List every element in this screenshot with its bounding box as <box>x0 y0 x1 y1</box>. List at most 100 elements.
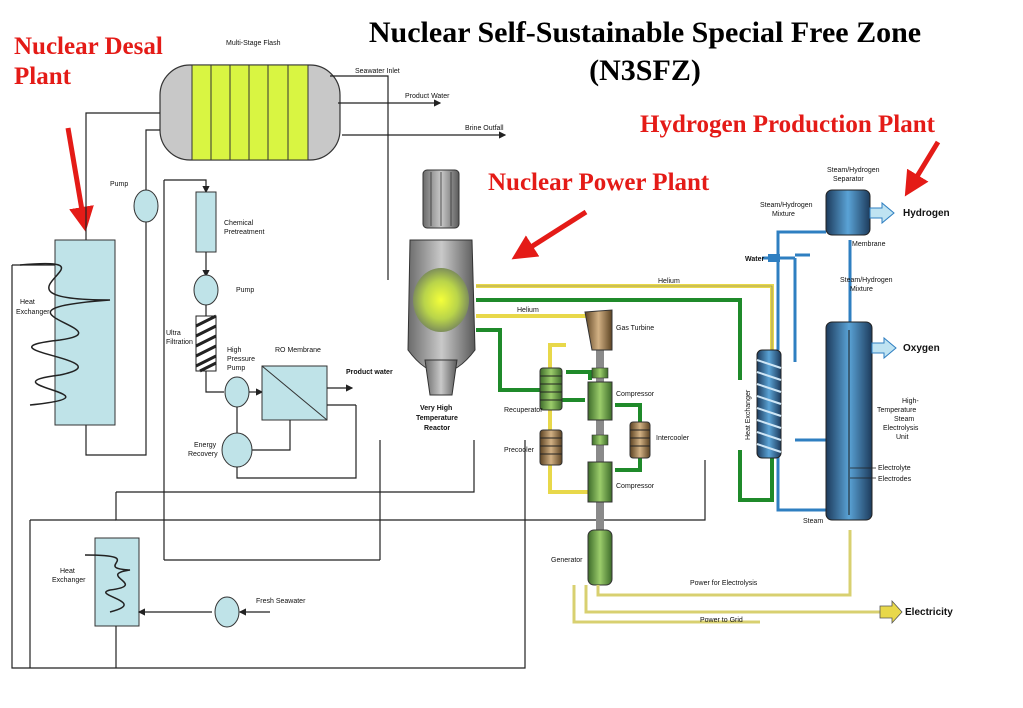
title-line-1: Nuclear Self-Sustainable Special Free Zo… <box>368 16 922 49</box>
high-pressure-pump <box>224 376 250 408</box>
pump-2 <box>193 274 219 306</box>
mixture-1-label-1: Steam/Hydrogen <box>760 202 813 209</box>
nuclear-power-plant: Very High Temperature Reactor Helium Hel… <box>407 169 953 625</box>
electrolyte-label: Electrolyte <box>878 465 911 472</box>
ultra-label-2: Filtration <box>166 339 193 346</box>
mixture-2-label-1: Steam/Hydrogen <box>840 277 893 284</box>
separator-label-2: Separator <box>833 176 864 183</box>
seawater-inlet-label: Seawater Inlet <box>355 68 400 75</box>
oxygen-arrow <box>871 336 897 360</box>
unit-label-2: Temperature <box>877 407 916 414</box>
energy-label-1: Energy <box>194 442 217 449</box>
hpp-label-1: High <box>227 347 242 354</box>
mixture-2-label-2: Mixture <box>850 286 873 293</box>
unit-label-5: Unit <box>896 434 909 441</box>
msf-to-hx-line <box>85 112 160 240</box>
hydrogen-arrow <box>904 140 941 197</box>
compressor-1 <box>587 381 613 421</box>
vhtr-label-2: Temperature <box>416 415 458 422</box>
compressor-2 <box>587 461 613 503</box>
precooler-label: Precooler <box>504 447 535 454</box>
energy-label-2: Recovery <box>188 451 218 458</box>
precooler <box>539 429 563 466</box>
pump-1-label: Pump <box>110 181 128 188</box>
hydrogen-arrow <box>869 201 895 225</box>
heat-exchanger-2-coil <box>84 554 131 613</box>
separator-label-1: Steam/Hydrogen <box>827 167 880 174</box>
heat-exchanger-1 <box>54 239 116 426</box>
heat-exchanger-2 <box>94 537 140 627</box>
pump-2-label: Pump <box>236 287 254 294</box>
helium-2-label: Helium <box>517 307 539 314</box>
power-electrolysis-label: Power for Electrolysis <box>690 580 758 587</box>
mixture-1-label-2: Mixture <box>772 211 795 218</box>
helium-loop-outer-cold <box>476 298 742 380</box>
helium-1-label: Helium <box>658 278 680 285</box>
compressor-1-label: Compressor <box>616 391 655 398</box>
energy-recovery <box>221 432 253 468</box>
generator <box>587 529 613 586</box>
chem-label-2: Pretreatment <box>224 229 265 236</box>
pump-return-line <box>85 222 147 456</box>
membrane-label: Membrane <box>852 241 886 248</box>
heat-exchanger-1-label-1: Heat <box>20 299 35 306</box>
desal-plant: Multi-Stage Flash Seawater Inlet Product… <box>11 40 706 669</box>
electrodes-label: Electrodes <box>878 476 912 483</box>
unit-label-3: Steam <box>894 416 914 423</box>
desal-arrow <box>65 127 94 232</box>
gas-turbine-label: Gas Turbine <box>616 325 654 332</box>
loop-b <box>115 460 706 521</box>
intercooler <box>629 421 651 459</box>
fresh-seawater-pump <box>214 596 240 628</box>
vhtr-label-3: Reactor <box>424 425 450 432</box>
brine-outfall-label: Brine Outfall <box>465 125 504 132</box>
electricity-label: Electricity <box>905 607 953 618</box>
recuperator-label: Recuperator <box>504 407 543 414</box>
hydrogen-label: Hydrogen <box>903 208 950 219</box>
chemical-pretreatment <box>195 191 217 253</box>
product-water-top-label: Product Water <box>405 93 450 100</box>
intercooler-label: Intercooler <box>656 435 690 442</box>
unit-label-1: High- <box>902 398 919 405</box>
electricity-line <box>584 585 880 614</box>
power-grid-label: Power to Grid <box>700 617 743 624</box>
unit-label-4: Electrolysis <box>883 425 919 432</box>
heat-exchanger-2-label-1: Heat <box>60 568 75 575</box>
power-arrow <box>511 209 588 260</box>
page-title: Nuclear Self-Sustainable Special Free Zo… <box>290 14 1000 90</box>
hydrogen-callout: Hydrogen Production Plant <box>640 111 935 138</box>
helium-loop-inner-cold <box>476 328 540 392</box>
steam-hydrogen-separator <box>825 189 871 236</box>
heat-exchanger-1-label-2: Exchanger <box>16 309 50 316</box>
product-water-ro-label: Product water <box>346 369 393 376</box>
electricity-arrow <box>879 599 903 625</box>
msf-stages <box>191 64 309 161</box>
pump-1 <box>133 189 159 223</box>
title-line-2: (N3SFZ) <box>589 54 701 87</box>
callout-arrows <box>65 127 941 260</box>
hydrogen-plant: Steam/Hydrogen Separator Steam/Hydrogen … <box>745 167 950 525</box>
ro-brine-line <box>252 420 291 451</box>
oxygen-label: Oxygen <box>903 343 940 354</box>
turbine-shaft <box>596 318 604 538</box>
ro-label: RO Membrane <box>275 347 321 354</box>
gas-turbine <box>584 309 613 351</box>
reactor-core <box>413 268 469 332</box>
power-electrolysis-line <box>596 530 852 597</box>
desal-callout: Nuclear Desal Plant <box>14 32 163 92</box>
seawater-inlet-line <box>330 75 389 280</box>
power-callout: Nuclear Power Plant <box>488 169 710 196</box>
hpp-label-3: Pump <box>227 365 245 372</box>
heat-exchanger-1-coil <box>19 262 111 406</box>
power-grid-line <box>572 585 760 624</box>
water-label: Water <box>745 256 764 263</box>
generator-label: Generator <box>551 557 583 564</box>
steam-pipe <box>776 445 830 512</box>
mixture-pipe <box>776 230 826 350</box>
loop-c <box>11 440 526 669</box>
chem-label-1: Chemical <box>224 220 254 227</box>
steam-label: Steam <box>803 518 823 525</box>
desal-callout-line-1: Nuclear Desal <box>14 33 163 60</box>
hpp-label-2: Pressure <box>227 356 255 363</box>
